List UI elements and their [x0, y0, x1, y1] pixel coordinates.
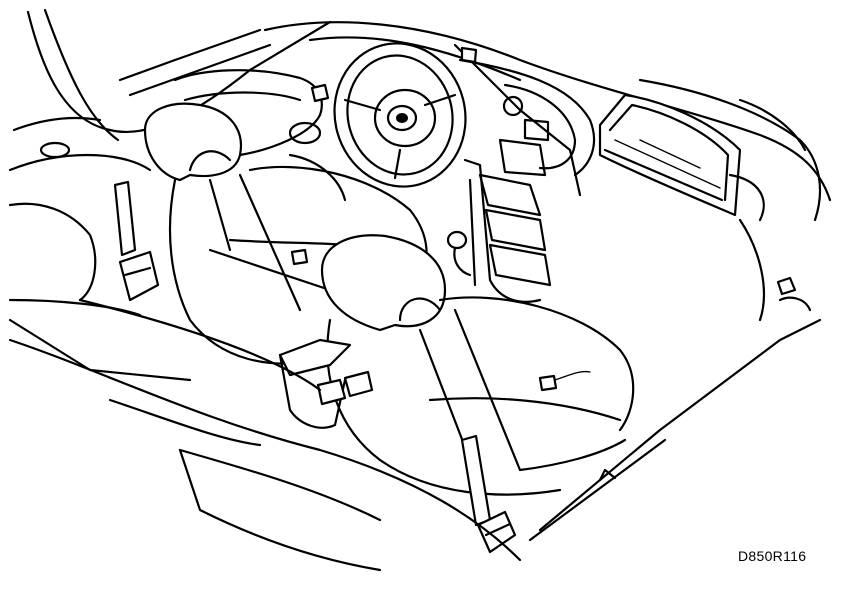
right-seatbelt-buckle [460, 434, 517, 554]
center-armrest [278, 338, 374, 429]
gear-lever [446, 230, 472, 277]
figure-reference-code: D850R116 [738, 548, 807, 564]
passenger-airbag-module [598, 93, 765, 222]
steering-wheel [333, 42, 467, 188]
passenger-seat [320, 234, 635, 496]
dashboard [263, 21, 832, 222]
center-console [463, 158, 552, 303]
floor-and-rear-seat [8, 46, 822, 572]
left-seatbelt-retractor [113, 180, 160, 302]
